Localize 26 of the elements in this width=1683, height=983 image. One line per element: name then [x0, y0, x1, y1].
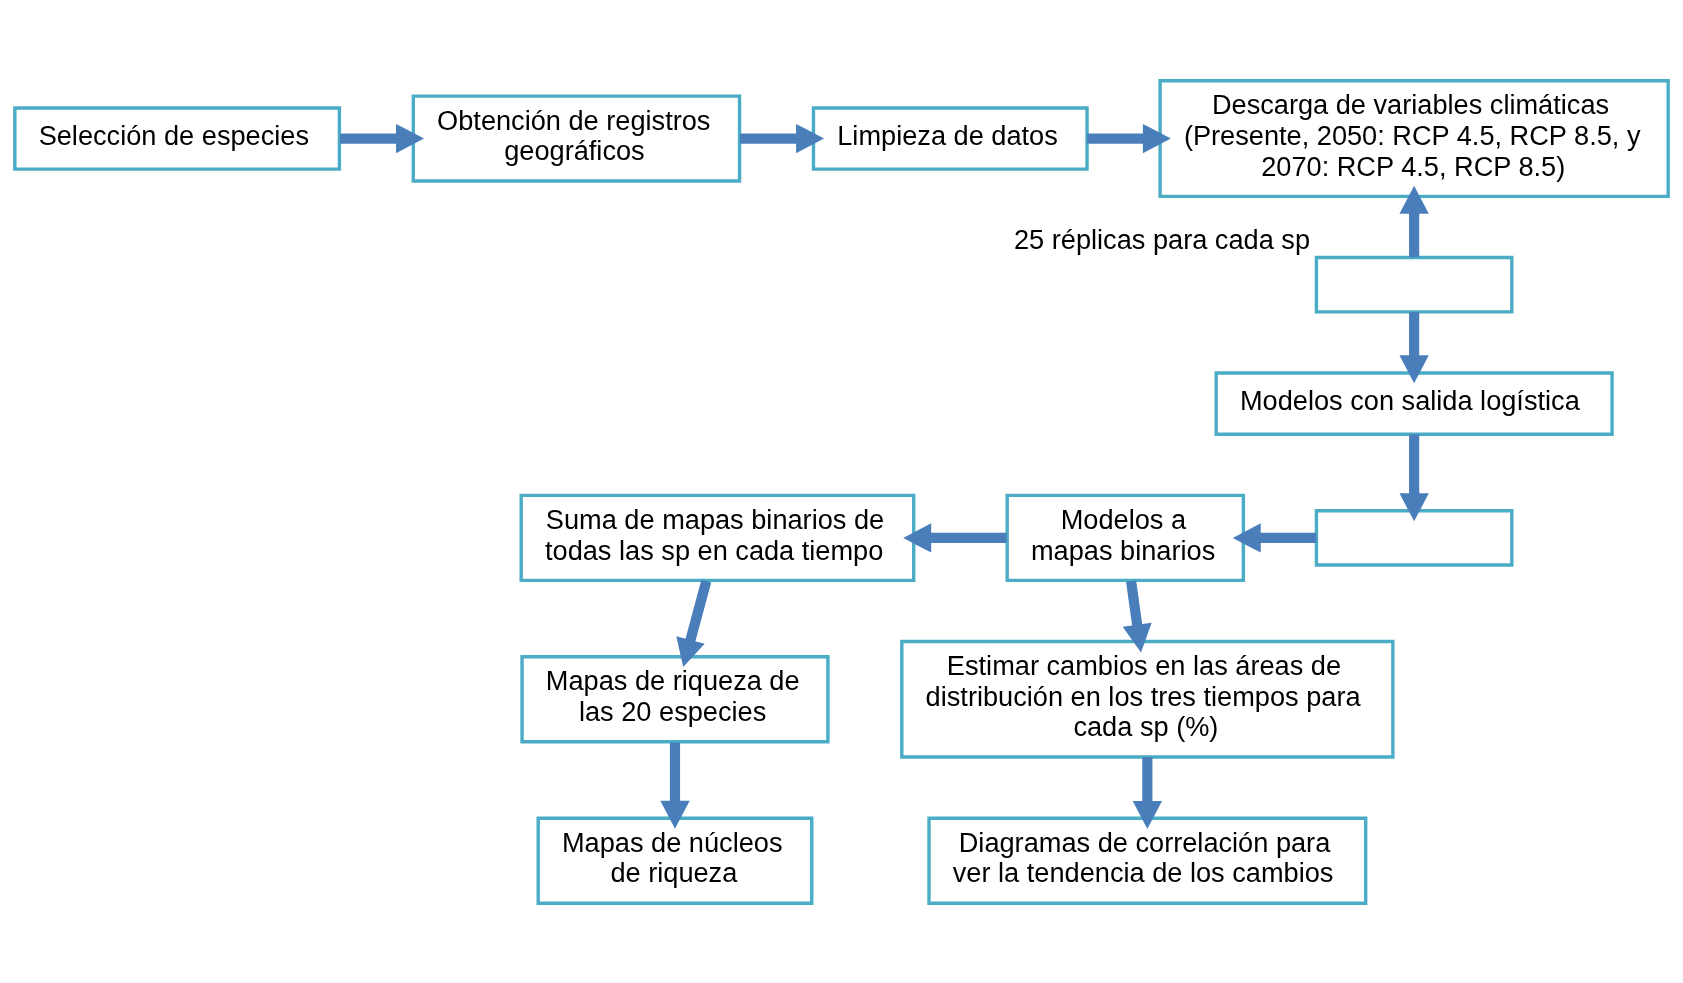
arrow — [1399, 433, 1429, 521]
node-box: Modelos a mapas binarios — [1005, 493, 1246, 582]
node-box: Suma de mapas binarios de todas las sp en cada tiempo — [519, 493, 916, 582]
arrow — [340, 123, 424, 153]
arrow — [1122, 579, 1152, 652]
arrow — [739, 123, 825, 153]
node-box: Mapas de núcleos de riqueza — [536, 816, 814, 905]
node-box: Modelos con salida logística — [1214, 370, 1614, 436]
node-box: Selección de especies — [13, 105, 342, 171]
node-box: Obtención de registros geográficos — [411, 93, 742, 183]
node-box: Descarga de variables climáticas (Presente, 2050: RCP 4.5, RCP 8.5, y 2070: RCP 4.5, RCP 8.5) — [1158, 78, 1670, 198]
arrow — [1399, 311, 1429, 383]
arrow — [1399, 185, 1429, 257]
node-box — [1314, 255, 1514, 314]
arrow — [1132, 756, 1163, 829]
arrow — [903, 522, 1007, 553]
node-box: Limpieza de datos — [811, 105, 1089, 171]
node-box: Estimar cambios en las áreas de distribución en los tres tiempos para cada sp (%) — [900, 639, 1395, 759]
arrow — [660, 742, 690, 829]
node-label: 25 réplicas para cada sp — [1013, 223, 1311, 255]
node-box: Diagramas de correlación para ver la tendencia de los cambios — [927, 816, 1368, 905]
arrow — [676, 579, 712, 667]
node-box: Mapas de riqueza de las 20 especies — [520, 654, 830, 743]
node-box — [1314, 508, 1514, 567]
arrow — [1087, 123, 1171, 153]
arrow — [1232, 522, 1317, 553]
